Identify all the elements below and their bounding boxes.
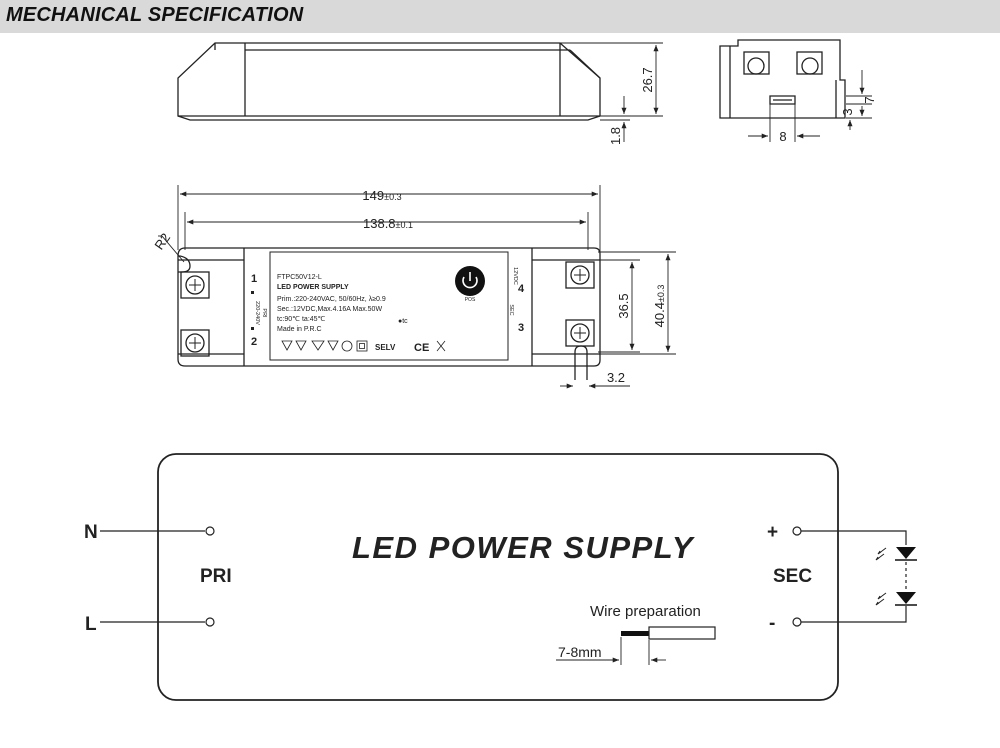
product-label	[269, 251, 509, 361]
label-tc-mark: ●tc	[398, 318, 408, 325]
dim-slot-width-text: 3.2	[607, 370, 625, 385]
label-temps: tc:90℃ ta:45℃	[277, 316, 326, 323]
pri-label: PRI	[200, 566, 232, 587]
mm-symbol-icon	[295, 340, 307, 351]
minus-label: -	[769, 613, 775, 634]
wire-prep-drawing	[556, 626, 716, 665]
dim-mount-length-text: 138.8±0.1	[363, 216, 413, 231]
wiring-title: LED POWER SUPPLY	[352, 530, 696, 565]
pri-side-label: PRI220-240V	[254, 301, 267, 325]
plus-label: +	[767, 522, 778, 543]
wire-prep-label: Wire preparation	[590, 603, 701, 620]
sec-voltage-label: 12VDC	[512, 267, 518, 285]
wiring-diagram: LED POWER SUPPLY N L PRI + - SEC	[84, 453, 917, 701]
top-view-dims	[158, 185, 676, 389]
side-view-outline	[177, 42, 601, 121]
strip-length-label: 7-8mm	[558, 644, 602, 660]
class2-symbol-icon	[356, 340, 368, 352]
led-string	[801, 530, 907, 623]
dim-7-text: 7	[862, 96, 877, 103]
end-view-outline	[719, 39, 846, 119]
dim-radius-text: R2	[151, 230, 173, 252]
psu-body	[157, 453, 839, 701]
terminal-2-label: 2	[251, 336, 257, 348]
terminal-l	[205, 617, 215, 627]
mm-symbol-icon	[281, 340, 293, 351]
section-header: MECHANICAL SPECIFICATION	[0, 0, 1000, 33]
top-view-outline	[177, 247, 601, 367]
sec-side-label: SEC	[508, 304, 514, 315]
sec-label: SEC	[773, 566, 812, 587]
temp-symbol-icon	[311, 340, 325, 351]
end-view-dims	[748, 70, 872, 142]
label-ce: CE	[414, 342, 429, 354]
terminal-minus	[792, 617, 802, 627]
label-product: LED POWER SUPPLY	[277, 284, 349, 291]
led-icon	[875, 547, 917, 561]
lamp-symbol-icon	[341, 340, 353, 352]
terminal-plus	[792, 526, 802, 536]
top-view	[177, 247, 601, 380]
dim-overall-length-text: 149±0.3	[362, 188, 401, 203]
dim-width-8-text: 8	[779, 129, 786, 144]
fuse-symbol-icon	[327, 340, 339, 351]
side-view-line	[569, 49, 601, 79]
terminal-3-label: 3	[518, 322, 524, 334]
led-icon	[875, 592, 917, 606]
weee-symbol-icon	[436, 340, 446, 352]
dim-3-text: 3	[840, 108, 855, 115]
dim-base-text: 1.8	[608, 127, 623, 145]
dim-height-text: 26.7	[640, 67, 655, 92]
end-view	[719, 39, 846, 119]
certification-symbols	[281, 340, 446, 352]
label-sec: Sec.:12VDC,Max.4.16A Max.50W	[277, 306, 382, 313]
side-view	[177, 42, 601, 121]
section-title: MECHANICAL SPECIFICATION	[6, 4, 304, 26]
terminal-n	[205, 526, 215, 536]
label-selv: SELV	[375, 343, 396, 352]
l-label: L	[85, 614, 97, 635]
n-label: N	[84, 522, 98, 543]
dim-width-outer-text: 40.4±0.3	[652, 285, 667, 328]
side-view-dims	[560, 42, 663, 142]
label-pos: POS	[465, 297, 476, 303]
dim-width-inner-text: 36.5	[616, 293, 631, 318]
terminal-4-label: 4	[518, 283, 525, 295]
label-origin: Made in P.R.C	[277, 326, 322, 333]
label-prim: Prim.:220-240VAC, 50/60Hz, λ≥0.9	[277, 296, 386, 303]
label-model: FTPC50V12-L	[277, 274, 322, 281]
terminal-1-label: 1	[251, 273, 257, 285]
label-contents: FTPC50V12-L LED POWER SUPPLY Prim.:220-2…	[251, 266, 525, 354]
